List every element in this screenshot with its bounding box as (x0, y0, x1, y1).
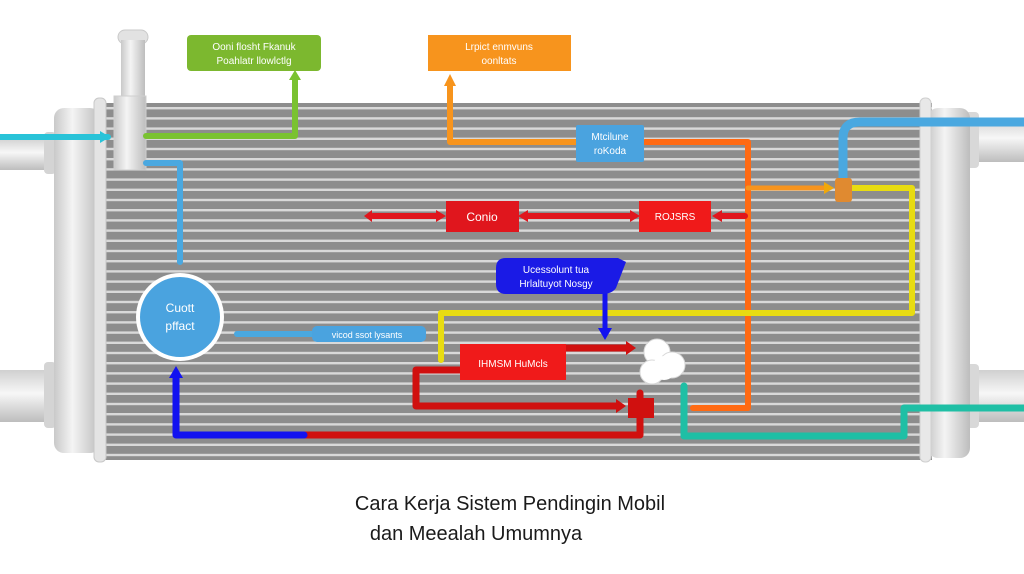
blue-bottom-line (172, 372, 308, 439)
red-middle-arrow-head-right (630, 210, 640, 222)
radiator-fin-line (100, 127, 932, 130)
radiator-fin-line (100, 147, 932, 151)
left-upper-flange (44, 132, 56, 174)
label-red-right-text: ROJSRS (655, 212, 696, 223)
radiator-fin-line (100, 341, 932, 344)
label-red-left: Conio (446, 201, 519, 232)
label-green-line1: Ooni flosht Fkanuk (212, 42, 296, 53)
label-red-left-text: Conio (466, 210, 498, 224)
filler-neck-tube (121, 40, 145, 100)
red-mid-loop-line (412, 366, 622, 410)
light-blue-down-line (143, 160, 183, 265)
radiator-fin-line (100, 453, 932, 457)
label-red-wide-text: IHMSM HuMcls (478, 359, 547, 370)
left-lower-flange (44, 362, 56, 428)
upper-right-blue-hose (838, 117, 1024, 183)
radiator-fin-line (100, 137, 932, 140)
label-orange: Lrpict enmvuns oonltats (428, 35, 571, 71)
radiator-fin-line (100, 239, 932, 242)
red-mid-loop-arrow (616, 399, 626, 413)
right-tank-body (928, 108, 970, 458)
label-green-line2: Poahlatr llowlctlg (216, 56, 291, 67)
radiator-fin-line (100, 107, 932, 110)
right-lower-hose-stub (975, 370, 1024, 422)
right-tank-edge (919, 97, 932, 463)
orange-flow-line (447, 79, 583, 145)
red-upper-return-arrow (626, 341, 636, 355)
red-left-arrow-head (364, 210, 372, 222)
deep-orange-flow-line (642, 139, 751, 411)
steam-cloud-icon (639, 338, 686, 385)
radiator-fin-line (100, 443, 932, 446)
left-tank-edge (93, 97, 107, 463)
green-flow-line (143, 75, 298, 139)
yellow-flow-line (438, 185, 915, 363)
red-right-arrow-head (712, 210, 722, 222)
cyan-inlet-arrow (100, 131, 110, 143)
label-circle-line2: pffact (165, 319, 195, 333)
radiator-fin-line (100, 168, 932, 171)
red-middle-arrow-head-left (518, 210, 528, 222)
radiator-fin-line (100, 178, 932, 181)
radiator-fin-line (100, 321, 932, 324)
label-blue-small-line1: Mtcilune (591, 132, 629, 143)
label-circle-line1: Cuott (166, 301, 195, 315)
flow-lines (0, 70, 1024, 440)
label-circle: Cuott pffact (136, 273, 224, 361)
red-valve (628, 398, 654, 418)
orange-flow-arrow (444, 74, 456, 86)
radiator-fin-line (100, 117, 932, 120)
left-tank-body (54, 108, 100, 453)
thermostat-connector (835, 178, 852, 202)
label-orange-line1: Lrpict enmvuns (465, 42, 533, 53)
radiator-fin-line (100, 198, 932, 202)
radiator-fin-line (100, 188, 932, 191)
label-navy-line2: Hrlaltuyot Nosgy (519, 279, 592, 290)
teal-outlet-line (680, 382, 1024, 440)
navy-down-arrow (598, 328, 612, 340)
radiator-fin-line (100, 331, 932, 334)
right-radiator-tank (919, 97, 1024, 463)
caption-title-line2: dan Meealah Umumnya (369, 523, 583, 545)
label-orange-line2: oonltats (481, 56, 516, 67)
label-blue-small-line2: roKoda (594, 146, 627, 157)
radiator-fin-line (100, 249, 932, 253)
label-navy-bubble: Ucessolunt tua Hrlaltuyot Nosgy (496, 258, 626, 294)
label-navy-line1: Ucessolunt tua (523, 265, 590, 276)
caption-title-line1: Cara Kerja Sistem Pendingin Mobil (354, 493, 666, 515)
radiator-fin-line (100, 392, 932, 395)
radiator-filler-neck (113, 29, 149, 171)
radiator-fin-line (100, 158, 932, 161)
label-blue-small: Mtcilune roKoda (576, 125, 644, 162)
blue-bottom-arrow (169, 366, 183, 378)
label-blue-pill: vicod ssot lysants (312, 326, 426, 342)
radiator-fin-line (100, 423, 932, 426)
label-red-right: ROJSRS (639, 201, 711, 232)
green-flow-arrow (289, 70, 301, 80)
filler-neck-base (113, 95, 147, 171)
orange-branch-arrow (824, 182, 834, 194)
radiator-fin-line (100, 413, 932, 416)
label-green: Ooni flosht Fkanuk Poahlatr llowlctlg (187, 35, 321, 71)
red-left-arrow-head-right (436, 210, 446, 222)
label-blue-pill-text: vicod ssot lysants (332, 330, 403, 340)
label-red-wide: IHMSM HuMcls (460, 344, 566, 380)
radiator-fin-line (100, 382, 932, 385)
radiator-fin-line (100, 300, 932, 304)
left-radiator-tank (0, 97, 107, 463)
